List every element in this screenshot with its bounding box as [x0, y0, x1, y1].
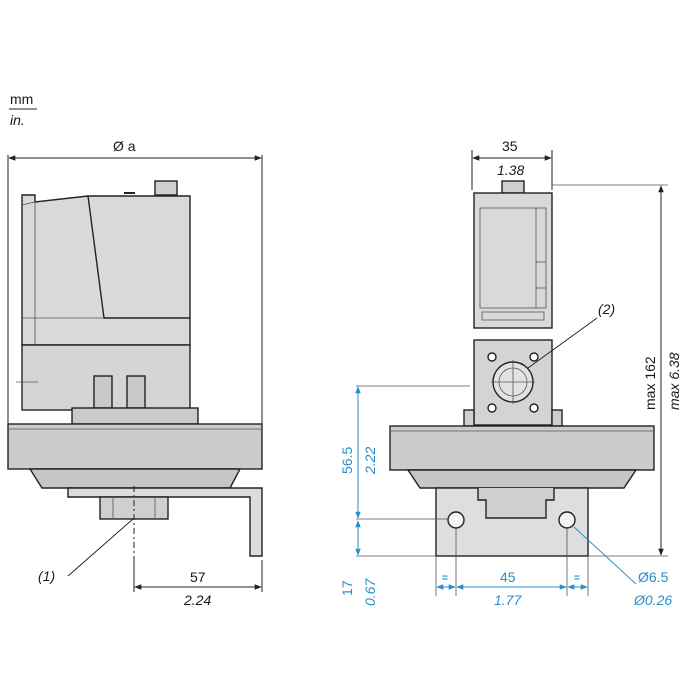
dim-17-in: 0.67 — [362, 578, 378, 606]
diameter-label: Ø a — [113, 138, 136, 154]
mounting-bracket — [67, 487, 263, 557]
right-view: 35 1.38 — [339, 138, 682, 608]
left-view: Ø a (1) 57 2.24 — [7, 138, 263, 608]
dim-565-in: 2.22 — [362, 447, 378, 475]
dim-565-mm: 56.5 — [339, 447, 355, 474]
hole-dia-in: Ø0.26 — [633, 592, 672, 608]
right-base-flange — [389, 425, 655, 471]
dim-45-mm: 45 — [500, 569, 516, 585]
upper-housing — [21, 194, 191, 346]
base-flange — [7, 423, 263, 470]
dim-57-mm: 57 — [190, 569, 206, 585]
dim-45-in: 1.77 — [494, 592, 522, 608]
top-screw — [154, 180, 178, 196]
equal-left: = — [442, 573, 448, 584]
dim-57-in: 2.24 — [183, 592, 211, 608]
dim-35-in: 1.38 — [497, 162, 524, 178]
port-block — [473, 339, 553, 426]
callout-1: (1) — [38, 568, 55, 584]
unit-mm: mm — [10, 91, 33, 107]
units-legend: mm in. — [9, 91, 37, 128]
unit-inch: in. — [10, 112, 25, 128]
equal-right: = — [574, 573, 580, 584]
dim-162-in: max 6.38 — [666, 352, 682, 410]
mount-hole-left — [447, 511, 465, 529]
dim-35-mm: 35 — [502, 138, 518, 154]
callout-2: (2) — [598, 301, 615, 317]
mount-hole-right — [558, 511, 576, 529]
hole-dia-mm: Ø6.5 — [638, 569, 669, 585]
dim-162-mm: max 162 — [642, 356, 658, 410]
dim-17-mm: 17 — [339, 580, 355, 596]
front-housing — [473, 192, 553, 329]
